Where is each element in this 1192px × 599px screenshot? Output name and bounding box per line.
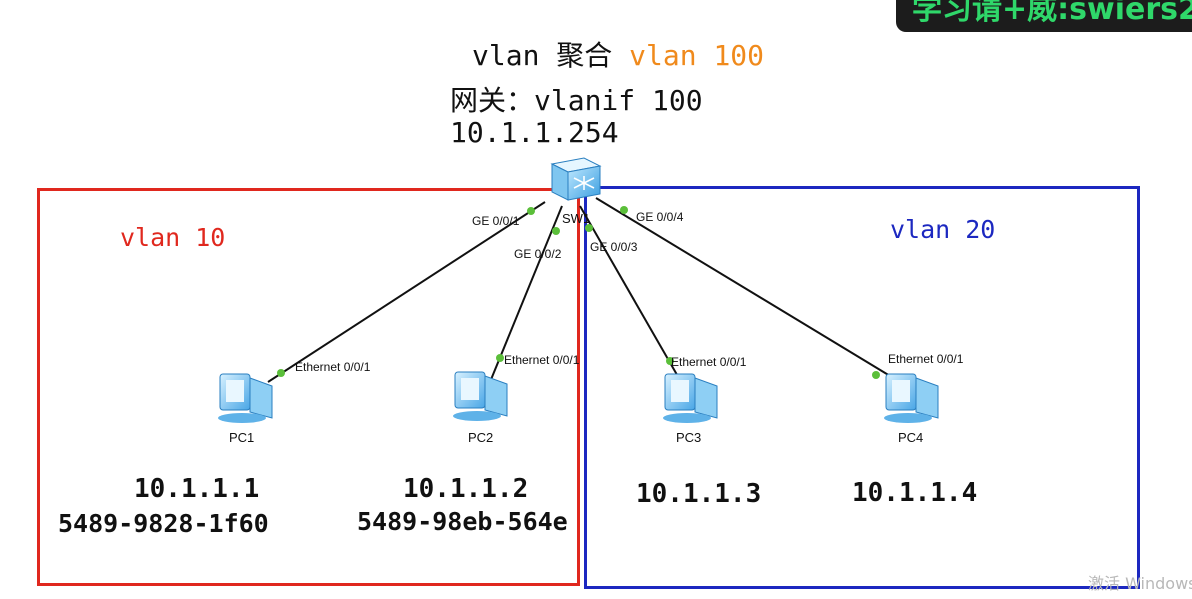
pc1-name: PC1 bbox=[229, 430, 255, 445]
pc1-ip: 10.1.1.1 bbox=[134, 474, 260, 504]
port-dot-ge002 bbox=[552, 227, 560, 235]
super-vlan-label: vlan 100 bbox=[629, 39, 765, 72]
pc3-icon bbox=[663, 373, 718, 423]
port-dot-ge001 bbox=[527, 207, 535, 215]
port-label-ge002: GE 0/0/2 bbox=[514, 247, 562, 261]
port-dot-pc2 bbox=[496, 354, 504, 362]
vlan20-label: vlan 20 bbox=[890, 215, 996, 244]
link-ge002-pc2 bbox=[489, 205, 563, 383]
pc4-port-label: Ethernet 0/0/1 bbox=[888, 352, 964, 366]
pc4-ip: 10.1.1.4 bbox=[852, 478, 978, 508]
promo-banner bbox=[896, 0, 1192, 32]
port-dot-ge004 bbox=[620, 206, 628, 214]
aggregate-title: vlan 聚合 vlan 100 bbox=[472, 34, 764, 74]
gateway-label: 网关：vlanif 100 bbox=[450, 84, 703, 117]
pc4-icon bbox=[884, 373, 939, 423]
pc3-name: PC3 bbox=[676, 430, 702, 445]
port-label-ge003: GE 0/0/3 bbox=[590, 240, 638, 254]
pc3-ip: 10.1.1.3 bbox=[636, 479, 762, 509]
windows-activation-watermark: 激活 Windows bbox=[1088, 574, 1192, 593]
link-ge001-pc1 bbox=[267, 201, 546, 383]
port-dot-pc4 bbox=[872, 371, 880, 379]
switch-icon bbox=[550, 157, 602, 201]
vlan20-region bbox=[584, 186, 1140, 589]
pc2-icon bbox=[453, 371, 508, 421]
gateway-ip: 10.1.1.254 bbox=[450, 116, 619, 149]
pc2-port-label: Ethernet 0/0/1 bbox=[504, 353, 580, 367]
switch-name: SW1 bbox=[562, 211, 591, 226]
vlan10-label: vlan 10 bbox=[120, 223, 226, 252]
port-dot-pc1 bbox=[277, 369, 285, 377]
pc2-name: PC2 bbox=[468, 430, 494, 445]
pc1-icon bbox=[218, 373, 273, 423]
link-ge003-pc3 bbox=[579, 205, 681, 381]
pc1-mac: 5489-9828-1f60 bbox=[58, 509, 269, 538]
aggregate-title-prefix: vlan 聚合 bbox=[472, 39, 630, 72]
port-label-ge001: GE 0/0/1 bbox=[472, 214, 520, 228]
pc4-name: PC4 bbox=[898, 430, 924, 445]
port-dot-ge003 bbox=[585, 224, 593, 232]
vlan10-region bbox=[37, 188, 580, 586]
pc1-port-label: Ethernet 0/0/1 bbox=[295, 360, 371, 374]
pc3-port-label: Ethernet 0/0/1 bbox=[671, 355, 747, 369]
pc2-mac: 5489-98eb-564e bbox=[357, 507, 568, 536]
pc2-ip: 10.1.1.2 bbox=[403, 474, 529, 504]
port-label-ge004: GE 0/0/4 bbox=[636, 210, 684, 224]
port-dot-pc3 bbox=[666, 357, 674, 365]
link-ge004-pc4 bbox=[595, 197, 901, 383]
promo-banner-text: 学习请+威:swiers2 bbox=[912, 0, 1192, 27]
